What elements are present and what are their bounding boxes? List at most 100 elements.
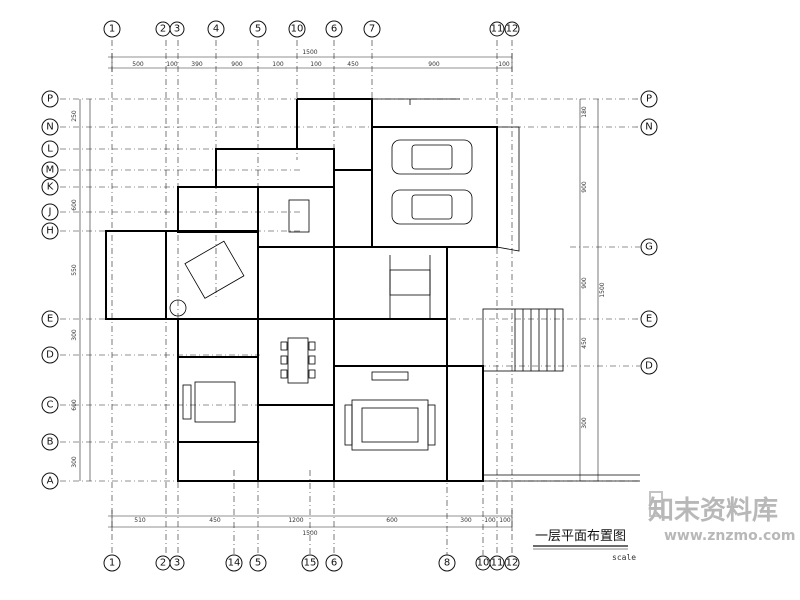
svg-text:12: 12 — [506, 24, 519, 35]
svg-text:P: P — [646, 94, 652, 105]
left-axis-bubbles: P N L M K J H E D C B A — [41, 90, 59, 490]
left-dim-segment: 600 — [71, 399, 78, 411]
top-dim-segment: 390 — [191, 61, 203, 68]
top-overall-dimension: 1500 — [302, 49, 317, 56]
axis-bubble: 5 — [249, 554, 267, 572]
axis-bubble: 2 — [155, 21, 171, 37]
axis-bubble: 3 — [169, 21, 185, 37]
watermark-logo-icon — [649, 491, 663, 517]
axis-bubble: K — [41, 178, 59, 196]
bottom-dim-segment: 600 — [386, 517, 398, 524]
top-axis-bubbles: 1 2 3 4 5 10 6 7 11 12 — [103, 20, 520, 38]
left-dim-segment: 250 — [71, 110, 78, 122]
watermark: 知末资料库 www.znzmo.com — [648, 491, 796, 544]
axis-bubble: 12 — [504, 21, 520, 37]
axis-bubble: 6 — [325, 20, 343, 38]
axis-bubble: E — [41, 310, 59, 328]
dining-table — [280, 337, 316, 384]
svg-text:2: 2 — [160, 24, 166, 35]
svg-text:N: N — [645, 122, 652, 133]
bottom-dim-segment: 300 — [460, 517, 472, 524]
left-dimension-chain: 250 600 550 300 600 300 — [71, 99, 91, 481]
left-dim-segment: 600 — [71, 199, 78, 211]
svg-text:G: G — [645, 242, 653, 253]
left-dim-segment: 300 — [71, 329, 78, 341]
svg-text:E: E — [47, 314, 53, 325]
axis-bubble: D — [640, 357, 658, 375]
axis-bubble: 10 — [288, 20, 306, 38]
top-dim-segment: 500 — [132, 61, 144, 68]
svg-text:11: 11 — [491, 558, 504, 569]
axis-bubble: A — [41, 472, 59, 490]
right-dim-segment: 180 — [581, 106, 588, 118]
drawing-title-block: 一层平面布置图 scale — [533, 529, 636, 562]
axis-bubble: 4 — [207, 20, 225, 38]
bottom-dim-segment: 510 — [134, 517, 146, 524]
right-axis-bubbles: P N G E D — [640, 90, 658, 375]
svg-text:J: J — [48, 207, 52, 218]
svg-text:2: 2 — [160, 558, 166, 569]
axis-bubble: 7 — [363, 20, 381, 38]
axis-bubble: D — [41, 346, 59, 364]
svg-text:D: D — [46, 350, 54, 361]
garage-cars — [391, 139, 473, 225]
axis-bubble: 1 — [103, 554, 121, 572]
top-dim-segment: 100 — [272, 61, 284, 68]
axis-bubble: N — [41, 118, 59, 136]
top-dim-segment: 100 — [166, 61, 178, 68]
axis-bubble: 2 — [155, 555, 171, 571]
bottom-dim-segment: 100 — [484, 517, 496, 524]
svg-text:1: 1 — [109, 24, 115, 35]
axis-bubble: G — [640, 238, 658, 256]
top-dim-segment: 100 — [498, 61, 510, 68]
svg-text:6: 6 — [331, 24, 337, 35]
axis-bubble: 3 — [169, 555, 185, 571]
svg-text:C: C — [47, 400, 54, 411]
kitchen-island — [288, 199, 310, 233]
axis-bubble: 6 — [325, 554, 343, 572]
scale-note: scale — [612, 553, 636, 562]
living-room-sofa-set — [344, 371, 436, 451]
axis-bubble: 14 — [225, 554, 243, 572]
svg-text:15: 15 — [304, 558, 317, 569]
svg-text:3: 3 — [174, 558, 180, 569]
svg-text:5: 5 — [255, 24, 261, 35]
axis-bubble: 11 — [489, 555, 505, 571]
axis-bubble: 10 — [475, 555, 491, 571]
top-dimension-chain: 1500 500 100 390 900 100 100 450 900 100 — [108, 49, 513, 72]
right-dim-segment: 900 — [581, 181, 588, 193]
svg-text:L: L — [47, 144, 53, 155]
left-dim-segment: 550 — [71, 264, 78, 276]
axis-bubble: 12 — [504, 555, 520, 571]
axis-bubble: M — [41, 161, 59, 179]
svg-text:M: M — [46, 165, 55, 176]
axis-bubble: 11 — [489, 21, 505, 37]
watermark-text: 知末资料库 — [648, 496, 778, 526]
axis-bubble: C — [41, 396, 59, 414]
axis-bubble: 1 — [103, 20, 121, 38]
right-overall-dimension: 1500 — [599, 282, 606, 297]
svg-text:7: 7 — [369, 24, 375, 35]
building-walls — [105, 98, 640, 482]
left-dim-segment: 300 — [71, 456, 78, 468]
axis-bubble: B — [41, 433, 59, 451]
bottom-dim-segment: 100 — [499, 517, 511, 524]
svg-text:3: 3 — [174, 24, 180, 35]
svg-text:B: B — [47, 437, 54, 448]
svg-text:1: 1 — [109, 558, 115, 569]
svg-text:E: E — [646, 314, 652, 325]
axis-bubble: 5 — [249, 20, 267, 38]
svg-text:6: 6 — [331, 558, 337, 569]
axis-bubble: N — [640, 118, 658, 136]
drawing-title: 一层平面布置图 — [535, 529, 626, 544]
svg-text:P: P — [47, 94, 53, 105]
axis-bubble: L — [41, 140, 59, 158]
svg-text:14: 14 — [228, 558, 241, 569]
svg-text:8: 8 — [444, 558, 450, 569]
bottom-dim-segment: 450 — [209, 517, 221, 524]
bottom-dim-segment: 1200 — [288, 517, 303, 524]
axis-bubble: E — [640, 310, 658, 328]
svg-text:12: 12 — [506, 558, 519, 569]
watermark-url: www.znzmo.com — [664, 528, 796, 544]
